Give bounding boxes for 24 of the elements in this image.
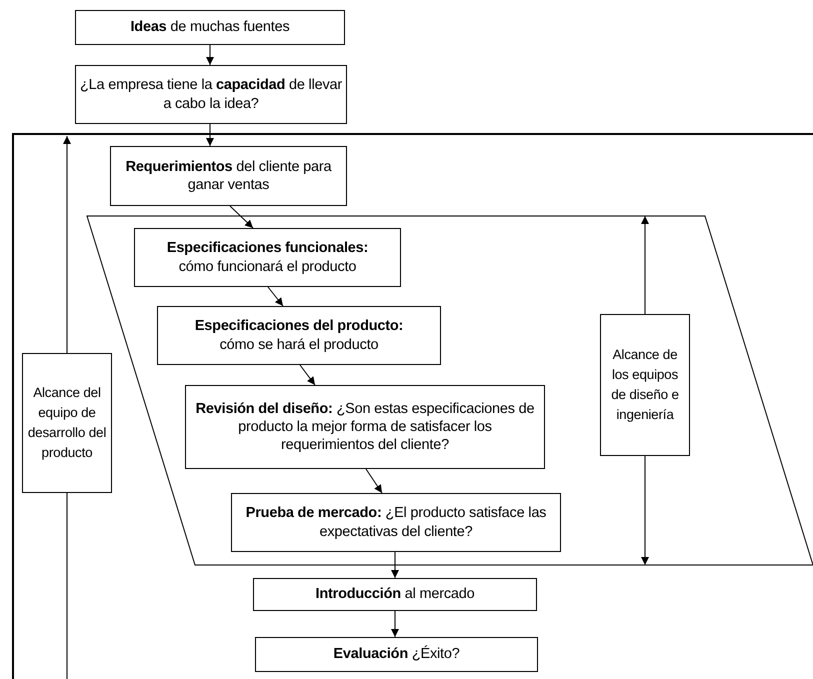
arrow <box>641 456 649 566</box>
arrow <box>641 216 649 314</box>
process-box: Evaluación ¿Éxito? <box>255 637 538 672</box>
arrow <box>206 124 214 146</box>
arrow <box>300 364 316 386</box>
frame <box>12 133 813 679</box>
scope-box: Alcance del equipo de desarrollo del producto <box>22 353 112 493</box>
arrow <box>268 286 284 306</box>
scope-box: Alcance de los equipos de diseño e ingeniería <box>600 314 690 456</box>
arrow <box>206 44 214 66</box>
arrow <box>391 552 399 578</box>
process-box: Ideas de muchas fuentes <box>75 10 345 45</box>
process-box: Revisión del diseño: ¿Son estas especificaciones de producto la mejor forma de satisfacer los requerimientos del cliente? <box>185 385 545 469</box>
connector-line <box>66 492 68 679</box>
arrow <box>230 206 254 228</box>
process-box: Requerimientos del cliente para ganar ventas <box>110 146 347 206</box>
arrow <box>366 468 382 494</box>
arrow <box>63 136 71 354</box>
process-box: Prueba de mercado: ¿El producto satisface las expectativas del cliente? <box>231 493 561 552</box>
process-box: Introducción al mercado <box>253 578 537 611</box>
process-box: ¿La empresa tiene la capacidad de llevar a cabo la idea? <box>75 65 347 124</box>
process-box: Especificaciones del producto: cómo se hará el producto <box>157 306 441 365</box>
process-box: Especificaciones funcionales: cómo funcionará el producto <box>134 228 401 287</box>
arrow <box>391 610 399 638</box>
